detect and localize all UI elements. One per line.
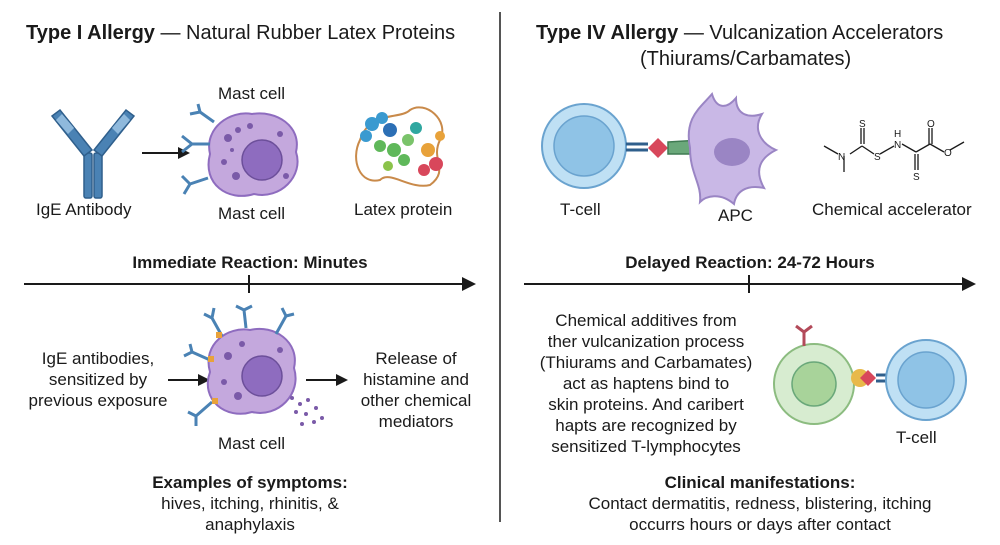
mechanism-line: Chemical additives from (555, 311, 737, 330)
timeline-right-tick (748, 275, 750, 293)
mast-cell-top-label: Mast cell (218, 84, 286, 103)
sensitized-line: IgE antibodies, (41, 349, 155, 368)
symptoms-line: anaphylaxis (205, 515, 295, 534)
type-i-title-rest: — Natural Rubber Latex Proteins (154, 22, 456, 44)
mechanism-line: act as haptens bind to (562, 374, 730, 393)
hapten-t-cell-recognition-icon (773, 324, 967, 425)
chemical-accelerator-molecule-icon: N S S N H O S O (823, 119, 965, 183)
t-cell-lower-label: T-cell (896, 428, 937, 447)
type-iv-title: Type IV Allergy — Vulcanization Accelera… (536, 22, 943, 45)
arrow-right-icon (168, 374, 210, 386)
histamine-granules-icon (290, 396, 324, 426)
atom-s2: S (874, 152, 881, 163)
mechanism-line: ther vulcanization process (547, 332, 745, 351)
release-line: mediators (378, 412, 454, 431)
release-line: histamine and (363, 370, 469, 389)
atom-o1: O (927, 119, 935, 130)
clinical-line: occurrs hours or days after contact (629, 515, 891, 534)
atom-s1: S (859, 119, 866, 130)
clinical-heading: Clinical manifestations: (664, 473, 856, 492)
t-cell-apc-interaction-icon (541, 91, 779, 206)
atom-o2: O (944, 148, 952, 159)
timeline-left-tick (248, 275, 250, 293)
delayed-reaction-label: Delayed Reaction: 24-72 Hours (625, 253, 875, 272)
type-i-title: Type I Allergy — Natural Rubber Latex Pr… (26, 22, 455, 45)
mast-cell-bottom-label: Mast cell (218, 204, 286, 223)
atom-n2: N (894, 140, 901, 151)
timeline-right-arrow-icon (962, 277, 976, 291)
panel-divider (499, 12, 501, 522)
t-cell-label: T-cell (560, 200, 601, 219)
sensitized-text: IgE antibodies, sensitized by previous e… (18, 348, 178, 411)
atom-s3: S (913, 172, 920, 183)
mechanism-text: Chemical additives from ther vulcanizati… (526, 310, 766, 457)
sensitized-line: sensitized by (48, 370, 148, 389)
symptoms-line: hives, itching, rhinitis, & (161, 494, 339, 513)
type-iv-title-line2: (Thiurams/Carbamates) (640, 48, 852, 70)
symptoms-heading: Examples of symptoms: (152, 473, 348, 492)
release-line: other chemical (360, 391, 472, 410)
type-iv-title-bold: Type IV Allergy (536, 22, 679, 44)
apc-label: APC (718, 206, 753, 225)
atom-n1: N (838, 152, 845, 163)
clinical-block: Clinical manifestations: Contact dermati… (540, 472, 980, 535)
mechanism-line: skin proteins. And caribert (548, 395, 744, 414)
arrow-right-icon (306, 374, 348, 386)
mast-cell-activated-icon (183, 304, 297, 426)
timeline-right (524, 283, 964, 285)
type-iv-title-rest: — Vulcanization Accelerators (678, 22, 944, 44)
mast-cell-lower-label: Mast cell (218, 434, 286, 453)
latex-protein-icon (355, 106, 445, 187)
latex-protein-label: Latex protein (354, 200, 453, 219)
sensitized-line: previous exposure (28, 391, 168, 410)
mechanism-line: hapts are recognized by (555, 416, 737, 435)
timeline-left (24, 283, 464, 285)
immediate-reaction-label: Immediate Reaction: Minutes (132, 253, 368, 272)
symptoms-block: Examples of symptoms: hives, itching, rh… (100, 472, 400, 535)
release-text: Release of histamine and other chemical … (346, 348, 486, 432)
ige-antibody-icon (50, 108, 136, 199)
release-line: Release of (375, 349, 457, 368)
clinical-line: Contact dermatitis, redness, blistering,… (588, 494, 932, 513)
chemical-accelerator-label: Chemical accelerator (812, 200, 972, 219)
mechanism-line: (Thiurams and Carbamates) (539, 353, 753, 372)
arrow-right-icon (142, 147, 190, 159)
timeline-left-arrow-icon (462, 277, 476, 291)
mechanism-line: sensitized T-lymphocytes (551, 437, 741, 456)
type-i-title-bold: Type I Allergy (26, 22, 155, 44)
ige-antibody-label: IgE Antibody (36, 200, 132, 219)
atom-h: H (894, 129, 901, 140)
mast-cell-icon (180, 103, 299, 197)
